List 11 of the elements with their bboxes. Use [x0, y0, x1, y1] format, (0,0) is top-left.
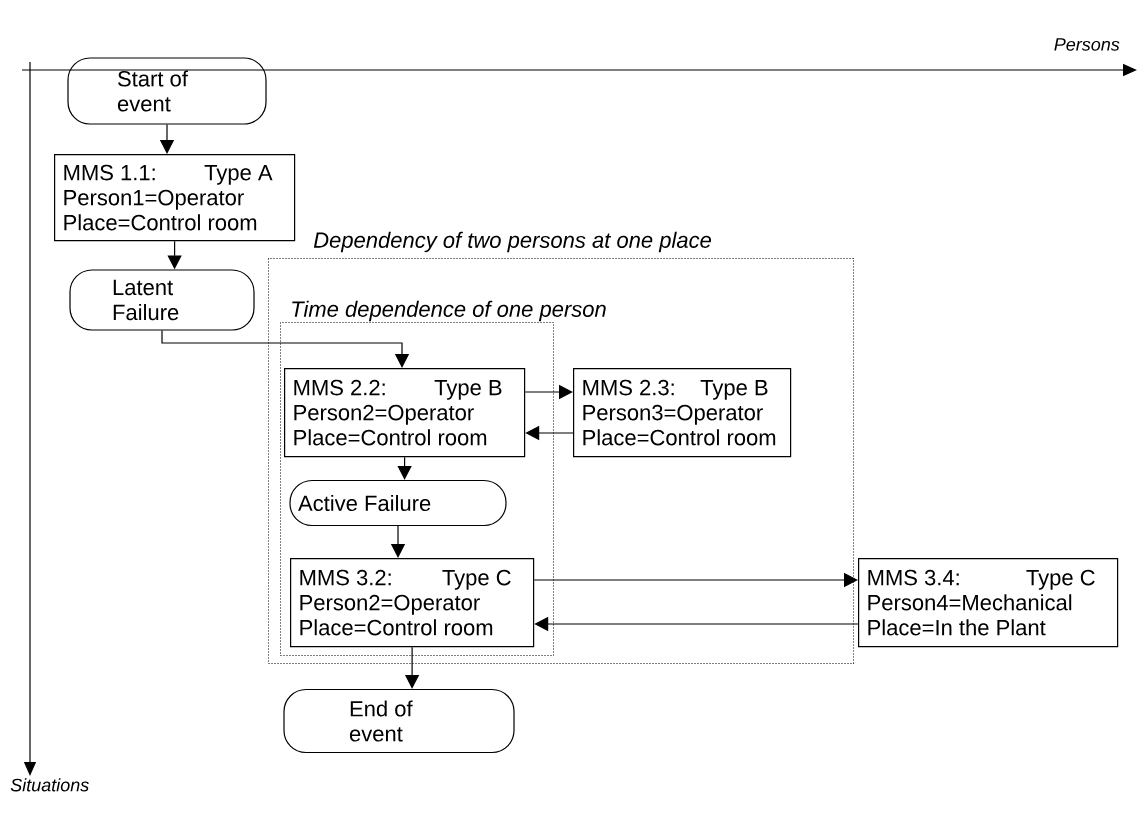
process-box: MMS 3.2: Type C Person2=Operator Place=Control room: [290, 558, 535, 648]
arrow: [161, 330, 410, 368]
axis-label: Persons: [1054, 38, 1120, 51]
node-label: Dependency of two persons at one place: [313, 231, 712, 253]
process-box: MMS 2.3: Type B Person3=Operator Place=Control room: [573, 368, 792, 458]
axis-label: Situations: [10, 778, 89, 792]
process-box: MMS 2.2: Type B Person2=Operator Place=Control room: [284, 368, 526, 458]
node-label: Time dependence of one person: [292, 300, 606, 322]
arrow: [397, 456, 412, 480]
process-box: MMS 3.4: Type C Person4=Mechanical Place=In the Plant: [858, 558, 1119, 648]
process-box: MMS 1.1: Type A Person1=Operator Place=Control room: [54, 154, 296, 242]
